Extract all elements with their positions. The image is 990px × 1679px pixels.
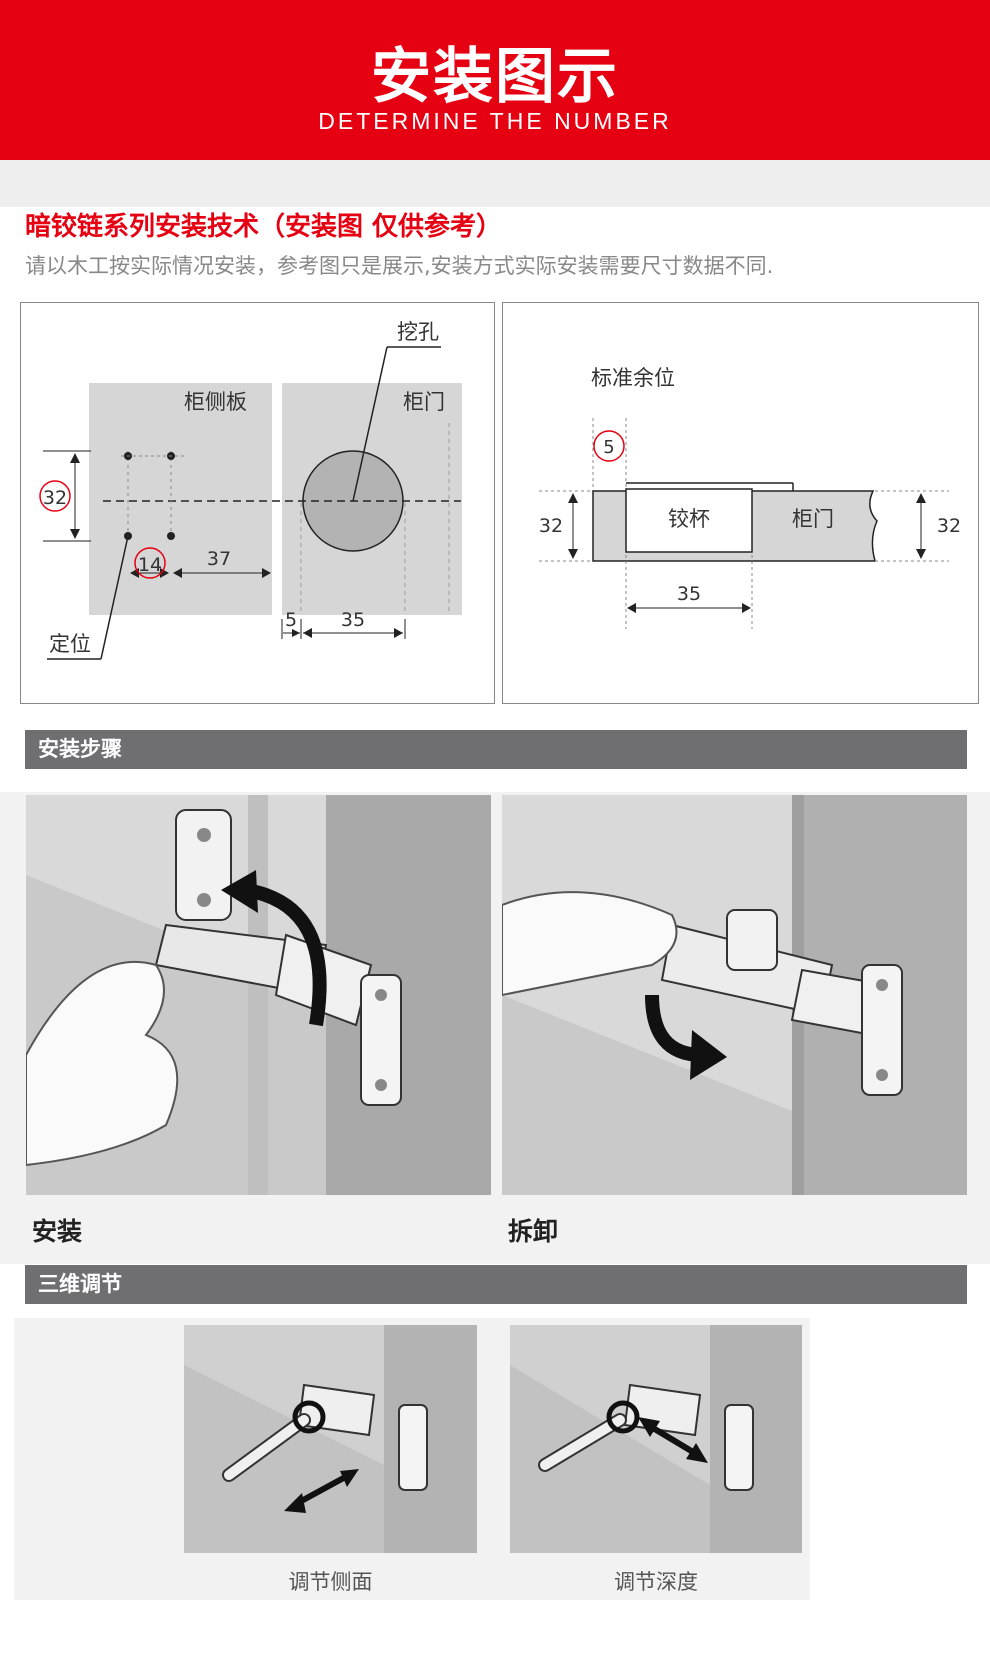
- side-panel-label: 柜侧板: [184, 390, 247, 414]
- dim-5-left: 5: [285, 609, 297, 631]
- adjust-depth-illustration: [510, 1325, 802, 1553]
- position-label: 定位: [49, 632, 91, 656]
- step-remove-label: 拆卸: [508, 1217, 559, 1246]
- adjust-side-illustration: [184, 1325, 477, 1553]
- door-label-left: 柜门: [403, 390, 445, 414]
- adjust-side-caption: 调节侧面: [288, 1570, 373, 1594]
- dim-35-right: 35: [677, 583, 701, 605]
- side-panel: [89, 383, 272, 615]
- section-title: 暗铰链系列安装技术（安装图 仅供参考）: [25, 212, 503, 242]
- install-illustration: [26, 795, 491, 1195]
- dim-35-left: 35: [341, 609, 365, 631]
- step-install-label: 安装: [32, 1217, 83, 1246]
- dim-14: 14: [138, 554, 162, 576]
- dim-32-right-left: 32: [539, 515, 563, 537]
- page-title: 安装图示: [371, 42, 619, 112]
- cup-label: 铰杯: [668, 507, 710, 531]
- page-subtitle: DETERMINE THE NUMBER: [318, 108, 672, 134]
- cup-section: [625, 488, 753, 553]
- diagram-margin-svg: 标准余位 5 铰杯 柜门 32 32 35: [539, 366, 961, 629]
- dim-32-right-right: 32: [937, 515, 961, 537]
- steps-bar: 安装步骤: [25, 730, 967, 769]
- diagram-drilling-svg: 32 14 37 5 35 柜侧板 柜门 挖孔 定位: [39, 320, 462, 660]
- dim-32-left: 32: [43, 487, 67, 509]
- header-band: [0, 160, 990, 207]
- dim-5-right: 5: [603, 437, 614, 458]
- drill-label: 挖孔: [397, 320, 439, 344]
- door-label-right: 柜门: [792, 507, 834, 531]
- section-description: 请以木工按实际情况安装，参考图只是展示,安装方式实际安装需要尺寸数据不同.: [25, 254, 774, 278]
- margin-label: 标准余位: [591, 366, 675, 390]
- header-banner: [0, 0, 990, 160]
- adjust-depth-caption: 调节深度: [614, 1570, 698, 1594]
- diagram-margin: 标准余位 5 铰杯 柜门 32 32 35: [502, 302, 979, 704]
- diagram-drilling: 32 14 37 5 35 柜侧板 柜门 挖孔 定位: [20, 302, 495, 704]
- dim-37: 37: [207, 548, 231, 570]
- remove-illustration: [502, 795, 967, 1195]
- adjust-bar: 三维调节: [25, 1265, 967, 1304]
